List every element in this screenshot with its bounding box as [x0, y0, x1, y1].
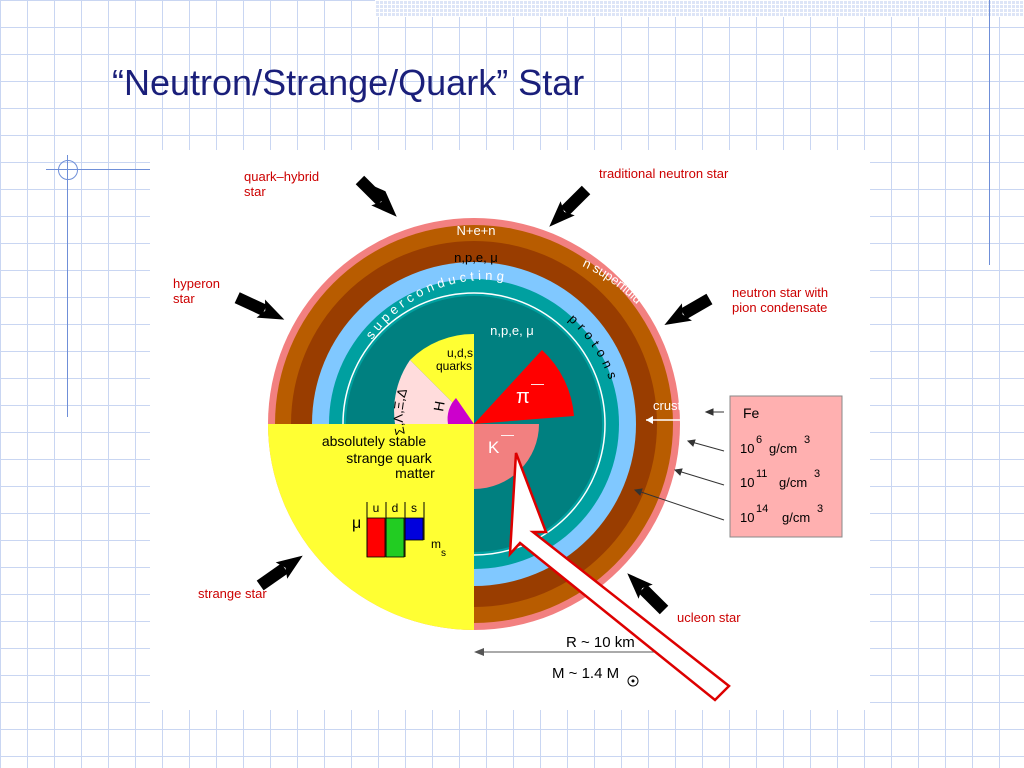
label-crust: crust	[653, 398, 682, 413]
flavor-bar-d	[385, 517, 405, 558]
label-mass: M ~ 1.4 M	[552, 665, 619, 682]
density-1-unit-exp: 3	[804, 434, 810, 446]
flavor-label-d: d	[392, 501, 399, 515]
label-nucleon-star: ucleon star	[677, 610, 741, 625]
label-nen: N+e+n	[456, 223, 495, 238]
label-pi: π	[516, 386, 530, 408]
arrow-hyperon	[234, 292, 285, 320]
flavor-bar-u	[366, 517, 386, 558]
core-kaon	[474, 424, 539, 489]
arrow-strange-star	[256, 555, 303, 591]
density-3-unit-exp: 3	[817, 503, 823, 515]
density-1-unit: g/cm	[769, 441, 797, 456]
label-hyperon-2: star	[173, 291, 195, 306]
sqm-line-3: matter	[395, 465, 435, 481]
label-npemu-inner: n,p,e, μ	[490, 323, 534, 338]
label-uds: u,d,s	[447, 346, 473, 360]
density-2-exp: 11	[756, 468, 767, 480]
density-pointers	[633, 408, 725, 521]
label-hyperons: Σ,Λ,Ξ,Δ	[391, 386, 411, 436]
flavor-mu: μ	[352, 515, 361, 532]
star-structure-figure: N+e N+e+n n,p,e, μ n,p,e, μ n superfluid…	[150, 150, 870, 710]
label-quarks: quarks	[436, 359, 472, 373]
arrow-traditional	[549, 185, 591, 227]
flavor-ms-sub: s	[441, 548, 446, 559]
density-3-exp: 14	[756, 503, 768, 515]
left-horizontal-rule	[46, 169, 150, 170]
flavor-label-u: u	[373, 501, 380, 515]
label-pi-sup: —	[531, 376, 544, 391]
label-pion-1: neutron star with	[732, 285, 828, 300]
slide-title: “Neutron/Strange/Quark” Star	[112, 62, 585, 103]
arrow-nucleon	[627, 573, 669, 615]
top-decorative-band	[375, 0, 1024, 17]
density-1-base: 10	[740, 441, 754, 456]
label-npemu-outer: n,p,e, μ	[454, 250, 498, 265]
star-diagram: N+e N+e+n n,p,e, μ n,p,e, μ n superfluid…	[150, 150, 870, 710]
density-3-base: 10	[740, 510, 754, 525]
label-pion-2: pion condensate	[732, 300, 827, 315]
label-strange-star: strange star	[198, 586, 267, 601]
label-quark-hybrid-1: quark–hybrid	[244, 169, 319, 184]
density-fe: Fe	[743, 405, 760, 421]
sqm-line-2: strange quark	[346, 450, 433, 466]
label-hyperon-1: hyperon	[173, 276, 220, 291]
density-1-exp: 6	[756, 434, 762, 446]
flavor-bar-s	[404, 517, 424, 541]
right-vertical-rule	[989, 0, 990, 265]
radius-arrowhead	[474, 648, 484, 656]
density-3-unit: g/cm	[782, 510, 810, 525]
core-H-dibaryon	[447, 398, 474, 424]
arrow-quark-hybrid	[355, 175, 397, 217]
core-pion	[474, 350, 574, 424]
label-ne: N+e	[464, 201, 488, 216]
label-K: K	[488, 438, 500, 457]
density-2-unit-exp: 3	[814, 468, 820, 480]
solar-mass-dot	[631, 679, 635, 683]
sqm-line-1: absolutely stable	[322, 433, 427, 449]
crust-density-box	[729, 395, 843, 538]
label-quark-hybrid-2: star	[244, 184, 266, 199]
highlight-pointer-arrow	[508, 452, 731, 702]
left-rule-circle	[58, 160, 78, 180]
flavor-label-s: s	[411, 501, 417, 515]
label-radius: R ~ 10 km	[566, 634, 635, 651]
label-traditional: traditional neutron star	[599, 166, 729, 181]
label-H: H	[430, 400, 448, 413]
left-vertical-rule	[67, 155, 68, 417]
arrow-pion	[664, 293, 713, 325]
solar-mass-symbol	[627, 675, 639, 687]
label-K-sup: —	[501, 427, 514, 442]
density-2-unit: g/cm	[779, 475, 807, 490]
flavor-ms: m	[431, 537, 441, 551]
density-2-base: 10	[740, 475, 754, 490]
